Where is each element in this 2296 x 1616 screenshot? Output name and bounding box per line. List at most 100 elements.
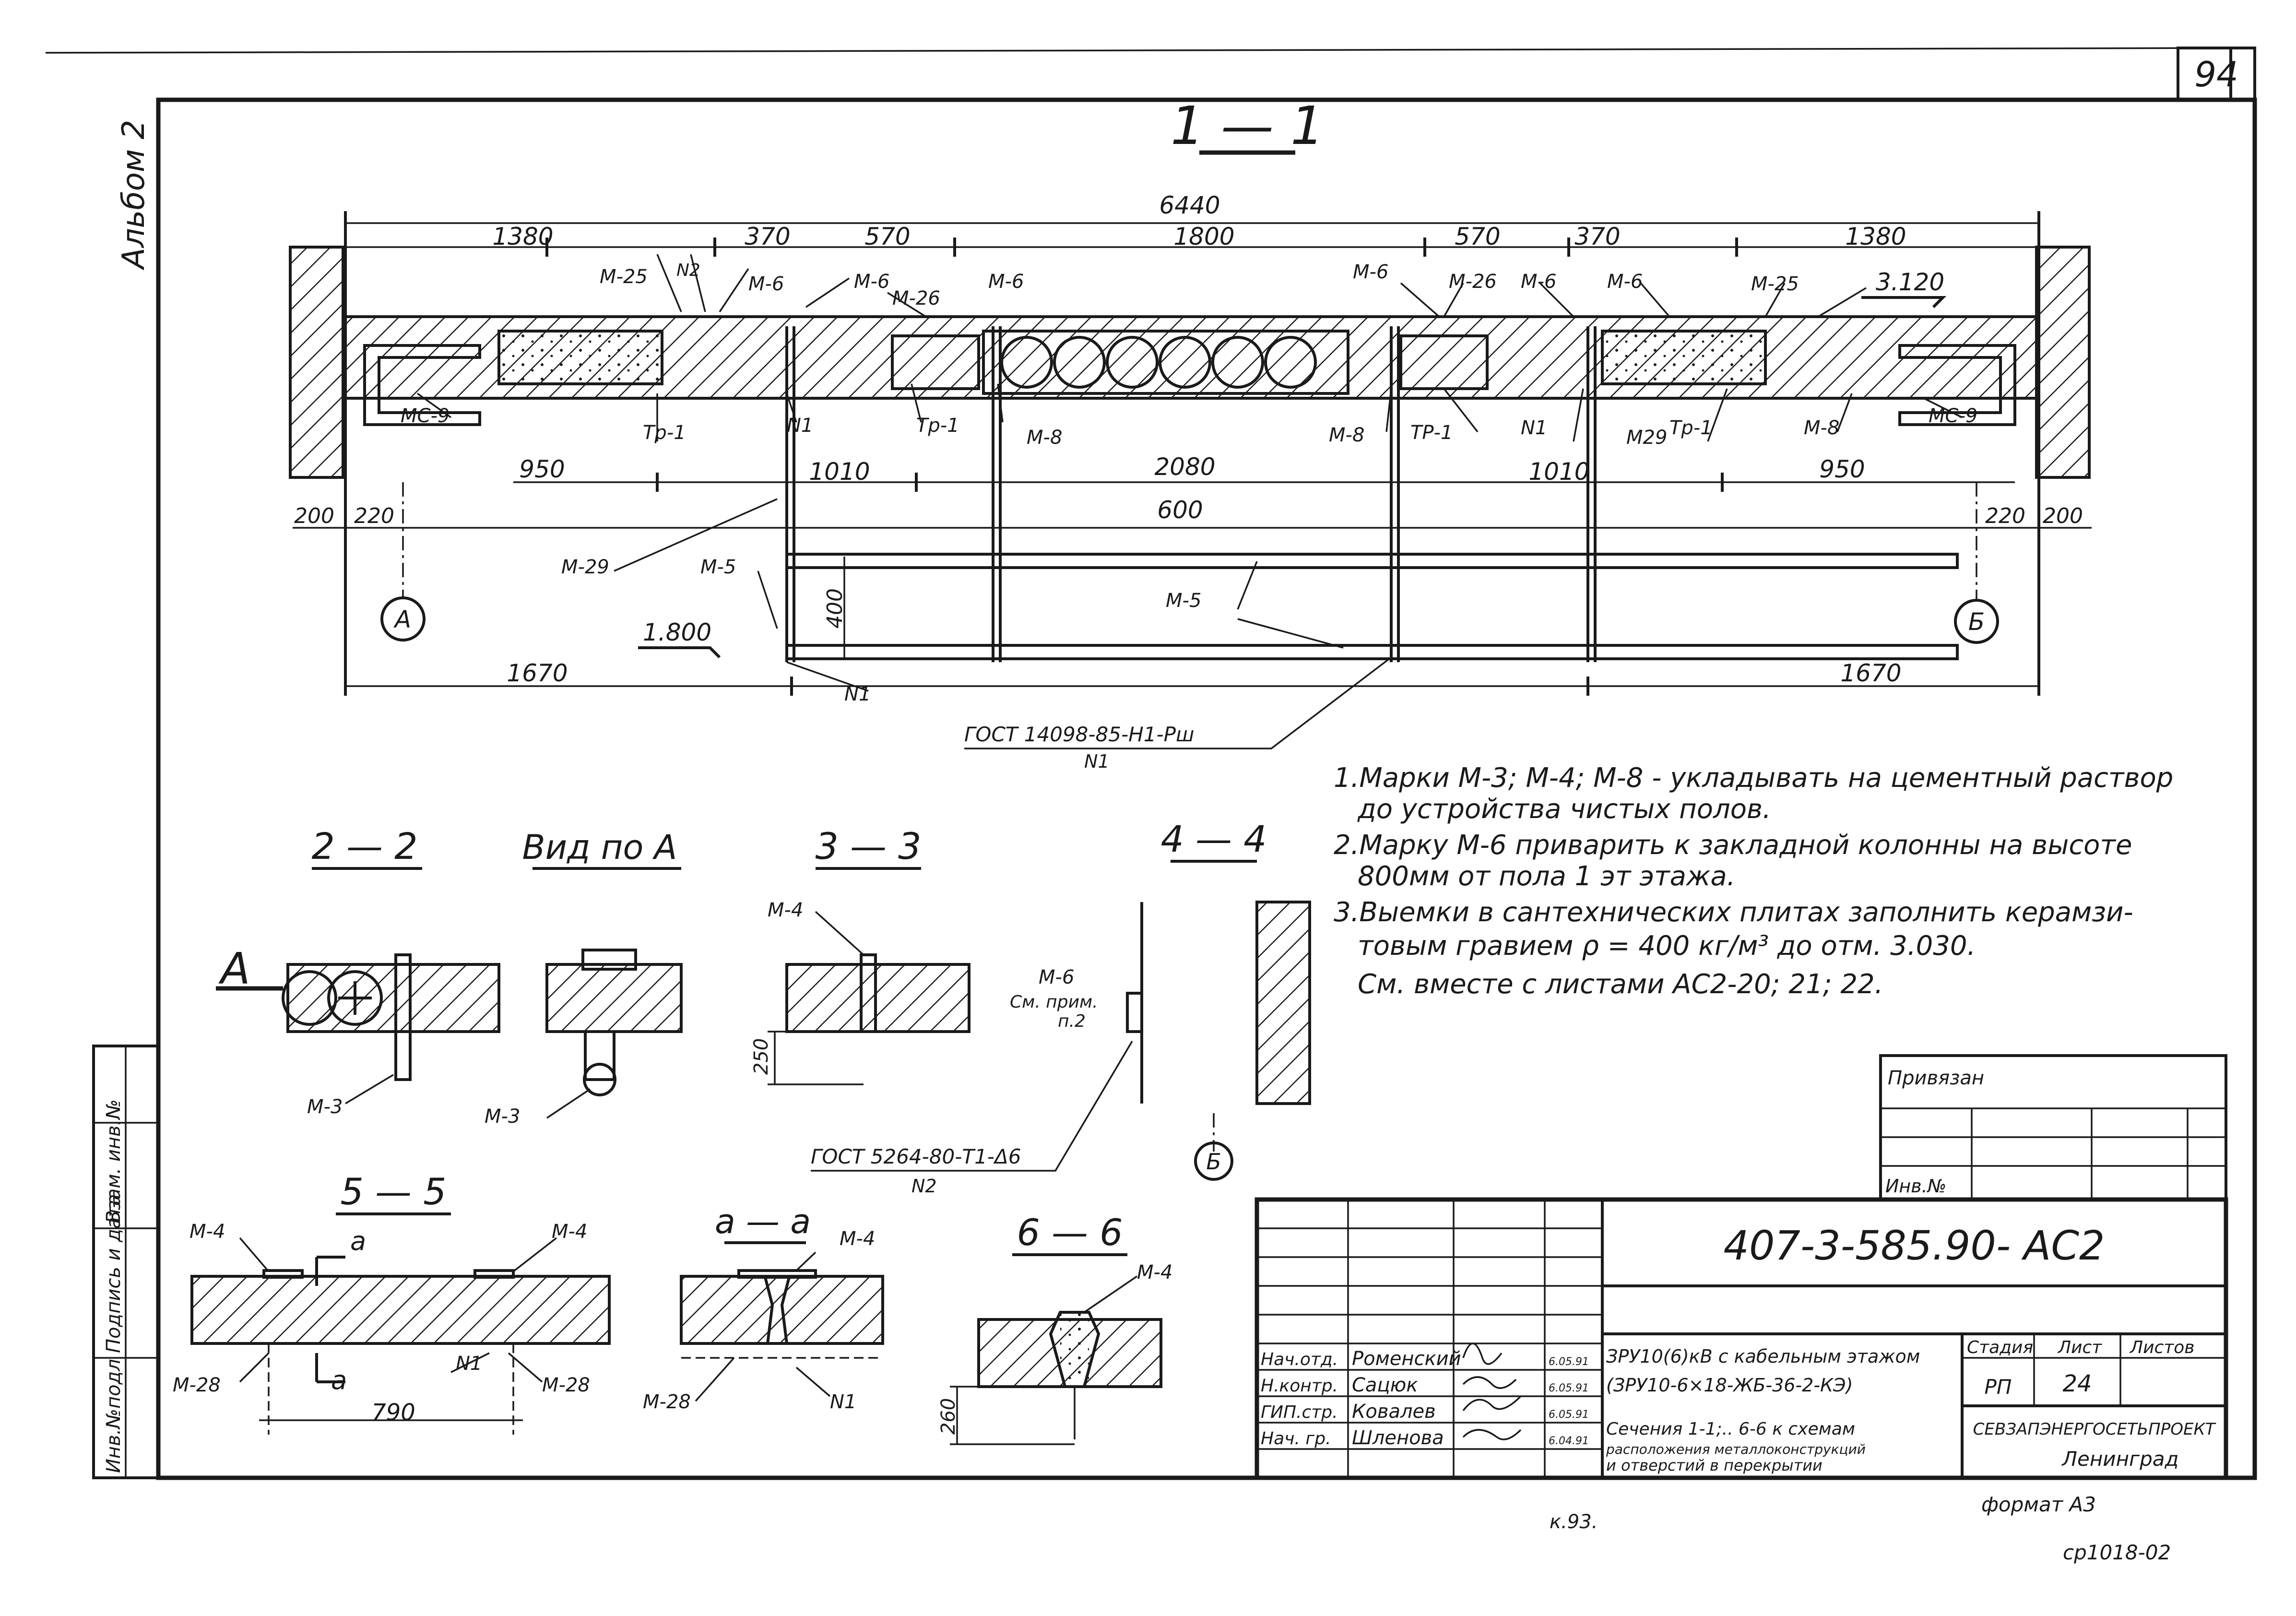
row1-name: Роменский	[1352, 1348, 1461, 1370]
mark-m28-55-left: М-28	[173, 1374, 221, 1396]
section-1-1: 1 — 1	[289, 95, 2092, 749]
mark-n1-a: N1	[787, 415, 813, 437]
dim-790: 790	[371, 1399, 415, 1426]
title-line-1: ЗРУ10(6)кВ с кабельным этажом	[1606, 1346, 1920, 1367]
note-see: См. вместе с листами АС2-20; 21; 22.	[1358, 969, 1883, 1000]
row1-date: 6.05.91	[1549, 1356, 1589, 1368]
mark-m6-f: М-6	[1607, 271, 1643, 293]
axis-b-44: Б	[1206, 1149, 1221, 1175]
row3-date: 6.05.91	[1549, 1409, 1589, 1421]
note-2a: 2.Марку М-6 приварить к закладной колонн…	[1334, 830, 2132, 861]
format-label: формат А3	[1981, 1493, 2096, 1516]
dim-260: 260	[937, 1398, 959, 1435]
axis-a-label: А	[393, 606, 411, 633]
mark-m4-55-left: М-4	[189, 1221, 225, 1243]
mark-m6-a: М-6	[748, 273, 784, 295]
hollow-cores	[1000, 336, 1317, 389]
side-stamp	[92, 1045, 160, 1479]
note-3b: товым гравием ρ = 400 кг/м³ до отм. 3.03…	[1358, 930, 1976, 962]
note-1b: до устройства чистых полов.	[1357, 794, 1771, 825]
sheet-value: 24	[2062, 1370, 2092, 1397]
mark-m8-left: М-8	[1027, 427, 1062, 449]
dim-220-left: 220	[354, 504, 394, 528]
mark-m6-c: М-6	[988, 271, 1024, 293]
mark-m6-b: М-6	[854, 271, 889, 293]
section-a-a: а — а	[680, 1202, 884, 1402]
bottom-code: ср1018-02	[2063, 1541, 2171, 1564]
section-a-a-title: а — а	[715, 1202, 811, 1241]
dim-1010-left: 1010	[809, 458, 870, 486]
org-name: СЕВЗАПЭНЕРГОСЕТЬПРОЕКТ	[1973, 1420, 2216, 1439]
mark-m8-mid: М-8	[1329, 424, 1364, 446]
section-4-4: 4 — 4	[811, 818, 1311, 1181]
notes: 1.Марки М-3; М-4; М-8 - укладывать на це…	[1334, 762, 2173, 1000]
left-wall	[289, 246, 344, 479]
dim-400: 400	[823, 588, 847, 629]
sheets-label: Листов	[2129, 1338, 2194, 1357]
mark-m3-a: М-3	[307, 1096, 343, 1118]
mark-m5-left: М-5	[700, 556, 736, 578]
mark-m4-55-right: М-4	[552, 1221, 587, 1243]
row1-role: Нач.отд.	[1261, 1350, 1338, 1369]
page-number: 94	[2194, 54, 2238, 95]
album-label: Альбом 2	[116, 120, 152, 271]
mark-mc9-left: МС-9	[401, 405, 450, 427]
mark-m3-b: М-3	[485, 1105, 520, 1128]
bottom-mark: к.93.	[1550, 1511, 1598, 1533]
mark-m25-left: М-25	[600, 266, 648, 288]
desc-line-2: расположения металлоконструкций	[1606, 1441, 1866, 1457]
row4-name: Шленова	[1352, 1427, 1444, 1449]
mark-n1-aa: N1	[830, 1391, 856, 1413]
gost-2-n: N2	[911, 1176, 937, 1197]
mark-mc9-right: МС-9	[1929, 405, 1977, 427]
dim-2080: 2080	[1154, 453, 1215, 481]
gost-2: ГОСТ 5264-80-Т1-Δ6	[811, 1145, 1021, 1168]
inv-no-label: Инв.№	[1885, 1176, 1946, 1197]
dim-250-a: 250	[750, 1038, 772, 1075]
arrow-a-label: А	[218, 944, 250, 994]
dim-total: 6440	[1159, 191, 1220, 219]
mark-m8-right: М-8	[1804, 417, 1839, 439]
mark-m28-aa: М-28	[643, 1391, 691, 1413]
hollow-core-slab	[982, 330, 1349, 395]
mark-m6-e: М-6	[1521, 271, 1556, 293]
gost-1-n: N1	[1084, 751, 1110, 772]
right-wall	[2035, 246, 2091, 479]
row3-role: ГИП.стр.	[1261, 1402, 1338, 1422]
section-6-6: 6 — 6	[950, 1211, 1162, 1445]
row2-date: 6.05.91	[1549, 1382, 1589, 1394]
elev-1800: 1.800	[643, 618, 711, 646]
mark-m29-right: М29	[1626, 427, 1667, 449]
mark-m4-a: М-4	[768, 899, 803, 921]
mark-m5-mid: М-5	[1166, 590, 1201, 612]
cut-a-top: а	[350, 1226, 366, 1256]
dim-1670-right: 1670	[1840, 659, 1901, 687]
row2-role: Н.контр.	[1261, 1376, 1338, 1396]
section-5-5: 5 — 5	[190, 1170, 611, 1435]
view-a: Вид по А	[522, 828, 683, 1119]
view-a-title: Вид по А	[522, 828, 677, 867]
dim-950-right: 950	[1819, 455, 1865, 483]
desc-line-1: Сечения 1-1;.. 6-6 к схемам	[1606, 1419, 1855, 1439]
dim-370-right: 370	[1574, 223, 1620, 250]
stage-value: РП	[1985, 1375, 2012, 1399]
section-2-2: 2 — 2 А	[216, 825, 500, 1105]
dim-570-right: 570	[1455, 223, 1500, 250]
section-5-5-title: 5 — 5	[340, 1170, 446, 1213]
desc-line-3: и отверстий в перекрытии	[1606, 1456, 1823, 1474]
mark-tp1-c: ТР-1	[1410, 422, 1453, 444]
beam-m5-upper	[785, 553, 1959, 569]
mark-m26-right: М-26	[1449, 271, 1497, 293]
dim-1380-left: 1380	[492, 223, 553, 250]
dim-1380-right: 1380	[1845, 223, 1906, 250]
dim-200-left: 200	[294, 504, 334, 528]
mark-m6-44: М-6	[1039, 966, 1074, 988]
dim-1010-right: 1010	[1528, 458, 1589, 486]
privyazan-label: Привязан	[1888, 1067, 1984, 1089]
see-note-2: п.2	[1058, 1011, 1086, 1031]
section-1-1-title: 1 — 1	[1171, 95, 1324, 156]
see-note: См. прим.	[1010, 992, 1098, 1012]
section-3-3: 3 — 3	[768, 825, 970, 1085]
row3-name: Ковалев	[1352, 1401, 1436, 1423]
